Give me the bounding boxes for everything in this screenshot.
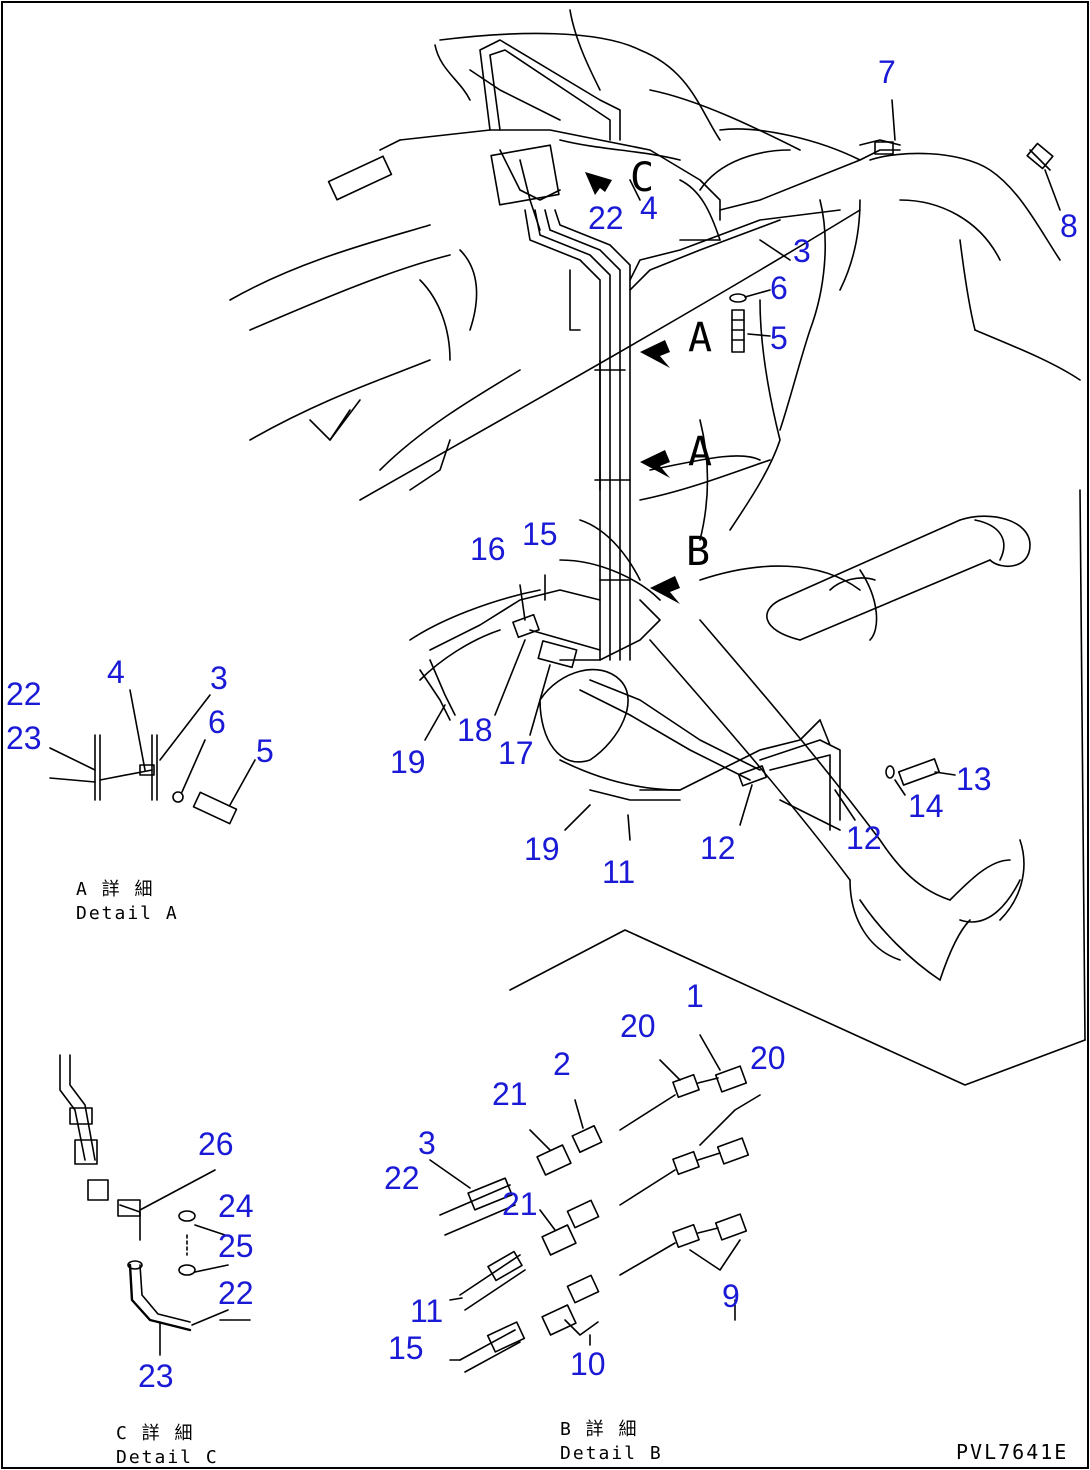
drawing-code: PVL7641E [956,1440,1069,1464]
callout-15-detail-b: 15 [388,1330,424,1366]
callout-11-detail-b: 11 [410,1293,444,1329]
callout-18: 18 [457,712,493,748]
callout-3-top: 3 [793,233,811,269]
callout-12-a: 12 [700,830,736,866]
callout-17: 17 [498,735,534,771]
callout-19-lower: 19 [524,831,560,867]
caption-detail-c-jp: C 詳 細 [116,1423,195,1444]
callout-16: 16 [470,531,506,567]
callout-23-detail-c: 23 [138,1358,174,1394]
callout-6-top: 6 [770,270,788,306]
callout-3-detail-a: 3 [210,660,228,696]
callout-4-top: 4 [640,190,658,226]
callout-24: 24 [218,1188,254,1224]
callout-11-main: 11 [602,854,636,890]
callout-22-detail-b: 22 [384,1160,420,1196]
callout-1: 1 [686,978,704,1014]
view-letter-b: B [686,529,711,575]
callout-22-detail-c: 22 [218,1275,254,1311]
view-letter-c: C [630,155,655,201]
callout-5-top: 5 [770,320,788,356]
callout-2: 2 [553,1046,571,1082]
callout-13: 13 [956,761,992,797]
hydraulic-pipe-routing [327,39,1054,831]
callout-14: 14 [908,788,944,824]
caption-detail-b-en: Detail B [560,1443,663,1465]
callout-5-detail-a: 5 [256,733,274,769]
detail-a-drawing [49,689,256,825]
callout-10: 10 [570,1346,606,1382]
callout-4-detail-a: 4 [107,654,125,690]
callout-19-left: 19 [390,744,426,780]
detail-b-drawing [429,1034,761,1373]
callout-3-detail-b: 3 [418,1125,436,1161]
callout-leaders-main [424,99,1061,841]
callout-22-top: 22 [588,200,624,236]
callout-21-b: 21 [502,1186,538,1222]
callout-6-detail-a: 6 [208,704,226,740]
caption-detail-b: B 詳 細 Detail B [560,1418,663,1467]
callout-7: 7 [878,54,896,90]
caption-detail-b-jp: B 詳 細 [560,1419,639,1440]
callout-21-a: 21 [492,1076,528,1112]
caption-detail-c-en: Detail C [116,1447,219,1469]
caption-detail-a: A 詳 細 Detail A [76,878,179,927]
caption-detail-a-en: Detail A [76,903,179,925]
callout-22-detail-a: 22 [6,676,42,712]
callout-23-detail-a: 23 [6,720,42,756]
caption-detail-c: C 詳 細 Detail C [116,1422,219,1470]
callout-25: 25 [218,1228,254,1264]
callout-15-main: 15 [522,516,558,552]
machine-body-outline [229,9,1086,1086]
view-letter-a-lower: A [688,429,713,475]
callout-20-b: 20 [750,1040,786,1076]
callout-12-b: 12 [846,820,882,856]
callout-9: 9 [722,1278,740,1314]
caption-detail-a-jp: A 詳 細 [76,879,155,900]
callout-20-a: 20 [620,1008,656,1044]
view-letter-a-upper: A [688,315,713,361]
detail-c-drawing [59,1054,251,1356]
callout-26: 26 [198,1126,234,1162]
callout-8: 8 [1060,208,1078,244]
